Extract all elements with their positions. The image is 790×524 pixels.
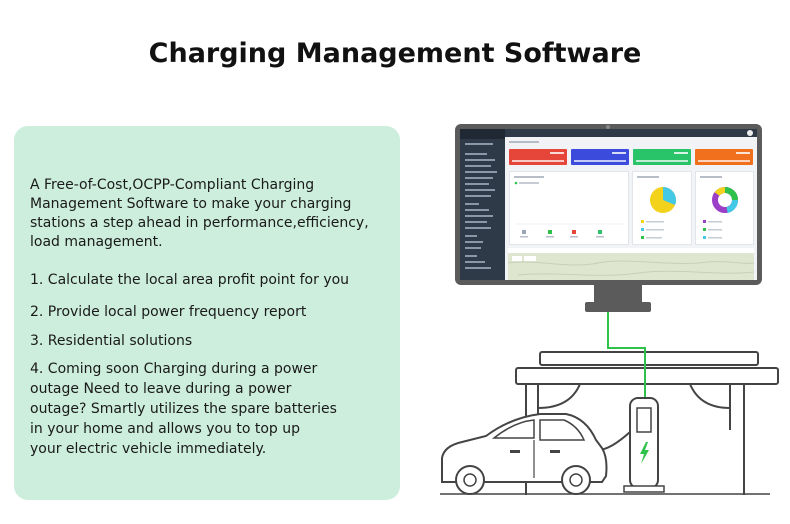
intro-line: load management.: [30, 234, 163, 250]
donut-chart-card: [695, 171, 754, 245]
dashboard-topbar: [505, 129, 757, 137]
monitor-stand: [594, 285, 642, 305]
stat-card: [695, 149, 753, 165]
stat-card: [509, 149, 567, 165]
intro-line: stations a step ahead in performance,eff…: [30, 215, 369, 231]
avatar: [747, 130, 753, 136]
intro-text: A Free-of-Cost,OCPP-Compliant Charging M…: [30, 176, 396, 252]
feature-item-4: 4. Coming soon Charging during a power o…: [30, 359, 352, 459]
lightning-bolt-icon: [640, 442, 649, 464]
stat-card: [571, 149, 629, 165]
dashboard-screenshot: [460, 129, 757, 280]
line-chart-card: [509, 171, 629, 245]
dashboard-sidebar: [460, 129, 505, 280]
feature-panel: A Free-of-Cost,OCPP-Compliant Charging M…: [14, 126, 400, 500]
pie-chart-card: [632, 171, 692, 245]
feature-item-4-line: outage Need to leave during a power: [30, 381, 292, 397]
feature-item-4-line: in your home and allows you to top up: [30, 421, 301, 437]
map-widget: [508, 253, 754, 280]
electric-car-icon: [441, 413, 608, 495]
intro-line: Management Software to make your chargin…: [30, 196, 352, 212]
stat-card: [633, 149, 691, 165]
feature-item-4-line: your electric vehicle immediately.: [30, 441, 267, 457]
feature-item-1: 1. Calculate the local area profit point…: [30, 272, 350, 288]
feature-item-3: 3. Residential solutions: [30, 333, 193, 349]
feature-item-4-line: outage? Smartly utilizes the spare batte…: [30, 401, 337, 417]
intro-line: A Free-of-Cost,OCPP-Compliant Charging: [30, 177, 315, 193]
monitor-base: [585, 302, 651, 312]
feature-item-2: 2. Provide local power frequency report: [30, 304, 307, 320]
monitor-icon: [455, 124, 762, 285]
feature-item-4-line: 4. Coming soon Charging during a power: [30, 361, 318, 377]
charging-station-icon: [440, 312, 779, 495]
page-title: Charging Management Software: [148, 38, 642, 69]
